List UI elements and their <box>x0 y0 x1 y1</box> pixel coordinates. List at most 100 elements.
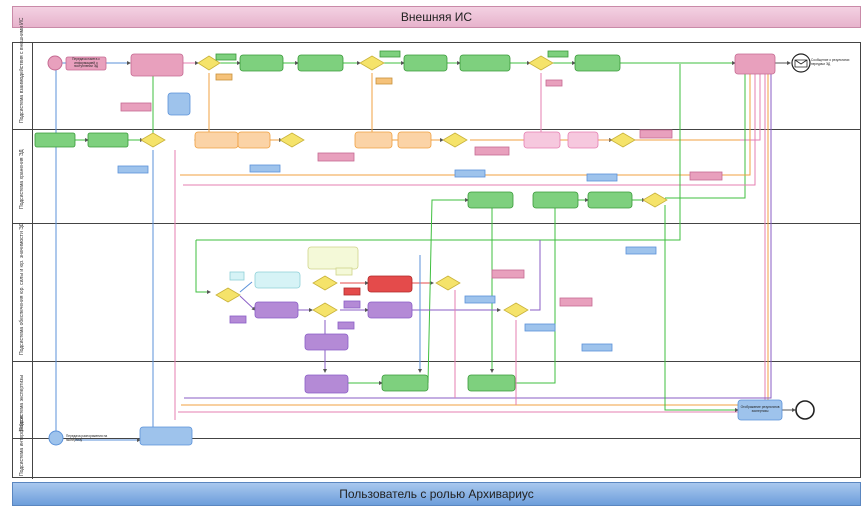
doc-package <box>317 152 355 162</box>
pool-archivist-user-label: Пользователь с ролью Архивариус <box>339 487 534 501</box>
task-form-response <box>734 53 776 75</box>
doc-package <box>491 269 525 279</box>
doc-storage <box>581 343 613 352</box>
doc-package <box>474 146 510 156</box>
doc-storage <box>464 295 496 304</box>
start-event-external-label: Передача пакета с информацией о поступле… <box>72 57 100 69</box>
label-yes <box>547 50 569 58</box>
lane-separator <box>13 223 860 224</box>
task-register-del-3 <box>567 131 599 149</box>
flow-line <box>178 69 767 413</box>
doc-storage <box>524 323 556 332</box>
flow-line <box>183 69 757 186</box>
flow-line <box>427 198 469 384</box>
task-prepare-expertise <box>304 374 349 394</box>
end-event-label: Отображение результатов экспертизы <box>740 405 780 413</box>
gateway-legal-2 <box>312 275 338 291</box>
lane-header-expertise: Подсистема экспертизы <box>13 361 33 438</box>
lane-header-interfaces: Подсистема интерфейсов <box>13 415 33 479</box>
start-event-expertise-label: Передача распоряжения на экспертизу <box>66 434 108 442</box>
lane-header-legal: Подсистема обеспечения юр. силы и юр. зн… <box>13 223 33 361</box>
task-register-ecp <box>367 301 413 319</box>
gateway-storage-3 <box>442 132 468 148</box>
lane-header-interaction: Подсистема взаимодействия с внешними ИС <box>13 18 33 129</box>
doc-storage <box>586 173 618 182</box>
flow-line <box>196 64 681 241</box>
doc-storage <box>625 246 657 255</box>
label-yes <box>343 300 361 309</box>
task-create-request-3 <box>574 54 621 72</box>
label-no <box>375 77 393 85</box>
task-delete-ed-1 <box>194 131 239 149</box>
task-register-check <box>307 246 359 270</box>
flow-line <box>195 240 211 294</box>
start-event-external <box>47 55 63 71</box>
gateway-check-2 <box>359 55 385 71</box>
task-expertise <box>381 374 429 392</box>
gateway-check-1 <box>197 55 221 71</box>
envelope-icon <box>794 59 808 68</box>
flow-line <box>239 281 253 293</box>
flow-line <box>635 69 762 141</box>
label-yes <box>229 271 245 281</box>
task-register-fact <box>87 132 129 148</box>
gateway-storage-2 <box>279 132 305 148</box>
task-form-metadata <box>587 191 633 209</box>
pool-external-is-label: Внешняя ИС <box>400 10 473 24</box>
label-no <box>545 79 563 87</box>
task-receive-package <box>65 56 107 71</box>
task-save-reg <box>467 191 514 209</box>
task-check-signature <box>254 271 301 289</box>
lane-separator <box>13 438 860 439</box>
task-register-del-1 <box>237 131 271 149</box>
task-create-request-2 <box>403 54 448 72</box>
gateway-storage-5 <box>642 192 668 208</box>
gateways <box>140 55 668 318</box>
doc-package <box>120 102 152 112</box>
label-yes <box>379 50 401 58</box>
flow-line <box>359 73 373 142</box>
label-no <box>343 287 361 296</box>
gateway-legal-5 <box>503 302 529 318</box>
task-change-storage <box>467 374 516 392</box>
start-event-expertise <box>48 430 64 446</box>
flow-line <box>665 69 747 199</box>
task-check-metadata <box>297 54 344 72</box>
gateway-legal-1 <box>215 287 241 303</box>
doc-package <box>689 171 723 181</box>
task-register-expertise <box>304 333 349 351</box>
task-check-ecp <box>254 301 299 319</box>
flow-line <box>664 205 739 412</box>
end-event <box>795 400 815 420</box>
gateway-check-3 <box>528 55 554 71</box>
tasks <box>34 50 783 446</box>
lane-separator <box>13 361 860 362</box>
task-interface-form <box>167 92 191 116</box>
label-no <box>337 321 355 330</box>
task-save-ed-2 <box>532 191 579 209</box>
task-delete-ed-3 <box>523 131 561 149</box>
gateway-legal-4 <box>435 275 461 291</box>
flow-lines <box>54 61 796 442</box>
gateway-storage-4 <box>610 132 636 148</box>
task-save-ed <box>34 132 76 148</box>
flow-line <box>194 73 210 142</box>
doc-storage <box>249 164 281 173</box>
task-create-request-1 <box>239 54 284 72</box>
doc-storage <box>454 169 486 178</box>
task-register-expertise-result <box>139 426 193 446</box>
pool-external-is: Внешняя ИС <box>12 6 861 28</box>
task-check-package <box>130 53 184 77</box>
doc-package <box>559 297 593 307</box>
flow-line <box>530 240 541 311</box>
flow-line <box>527 73 542 142</box>
flow-line <box>152 70 161 142</box>
flow-line <box>515 202 557 384</box>
message-end-event-label: Сообщение о результатах передачи ЭД <box>811 58 850 66</box>
label-yes <box>215 53 237 61</box>
flow-line <box>180 69 752 176</box>
flow-line <box>239 295 256 311</box>
label-no <box>229 315 247 324</box>
pool-archivist-user: Пользователь с ролью Архивариус <box>12 482 861 506</box>
